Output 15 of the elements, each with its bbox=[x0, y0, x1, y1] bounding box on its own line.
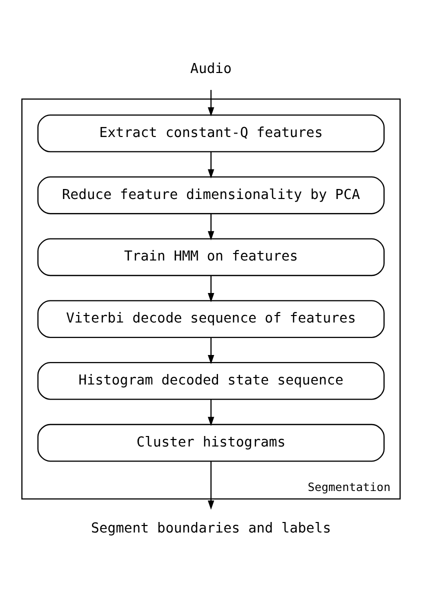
node-text: Segment boundaries and labels bbox=[90, 520, 332, 536]
arrow bbox=[208, 151, 214, 178]
arrow bbox=[208, 336, 214, 364]
arrow bbox=[208, 275, 214, 302]
node-box: Train HMM on features bbox=[37, 238, 385, 276]
node-text: Audio bbox=[190, 60, 232, 76]
arrow bbox=[208, 213, 214, 240]
arrow bbox=[208, 89, 214, 116]
node-box: Histogram decoded state sequence bbox=[37, 362, 385, 400]
node-box: Reduce feature dimensionality by PCA bbox=[37, 176, 385, 214]
node-box: Cluster histograms bbox=[37, 423, 385, 462]
arrow bbox=[208, 398, 214, 426]
arrow bbox=[208, 460, 214, 510]
node-box: Viterbi decode sequence of features bbox=[37, 300, 385, 338]
node-box: Extract constant-Q features bbox=[37, 114, 385, 152]
